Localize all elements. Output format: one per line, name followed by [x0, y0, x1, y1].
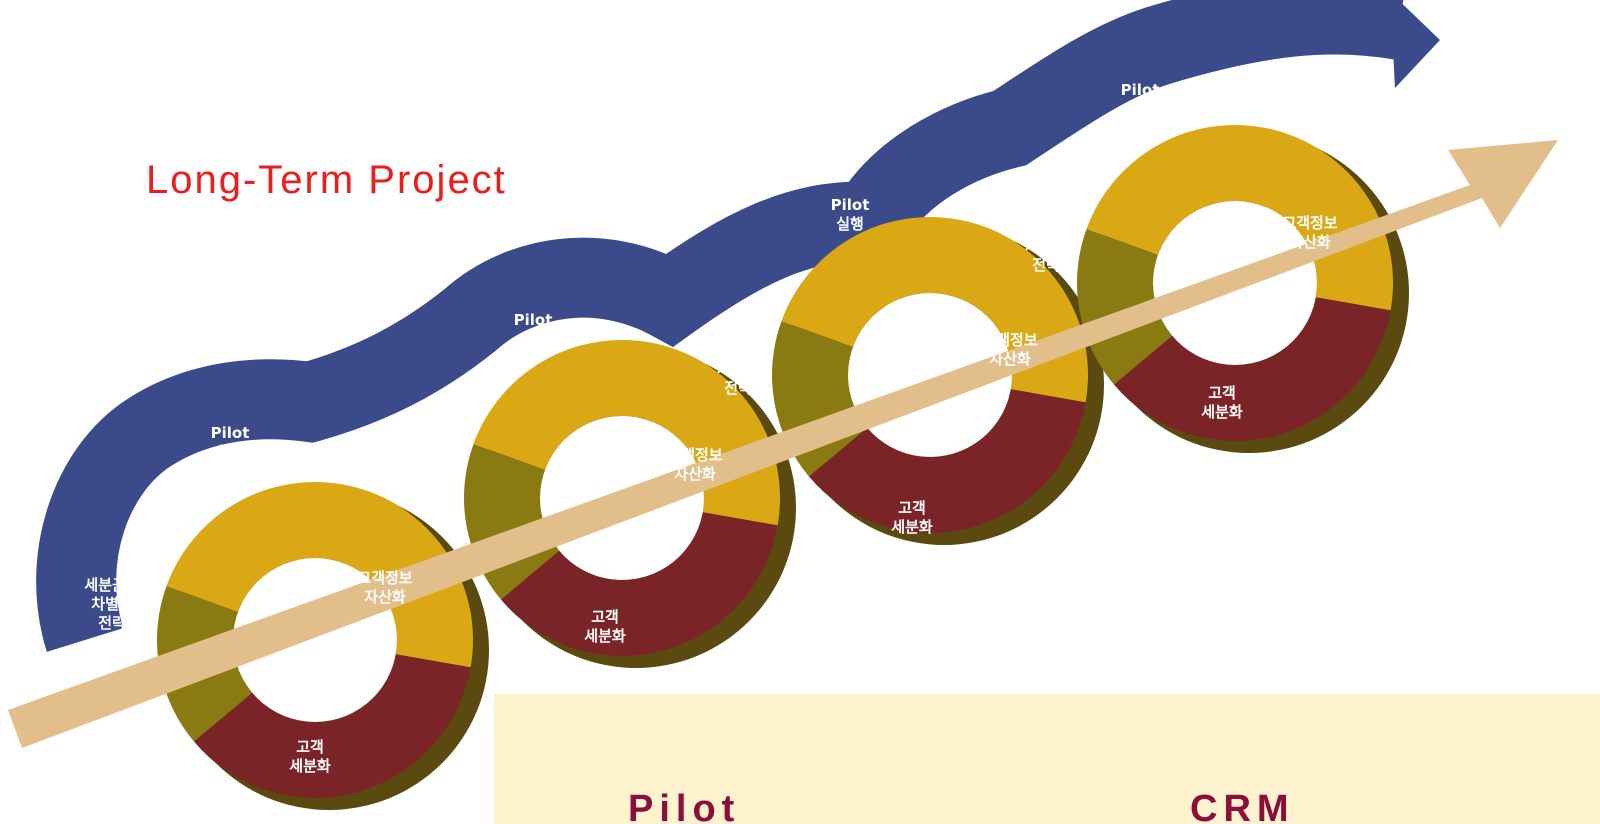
rings: [157, 124, 1409, 810]
note-box: Pilot CRM: [494, 694, 1600, 824]
cycle-ring-2: [464, 340, 796, 668]
note-left-word: Pilot: [628, 788, 741, 824]
segment-differentiation-strategy: [1077, 228, 1173, 385]
segment-customer-segmentation: [193, 654, 471, 798]
note-right-word: CRM: [1190, 788, 1295, 824]
segment-customer-segmentation: [1113, 297, 1391, 442]
segment-customer-segmentation: [500, 512, 778, 656]
segment-customer-segmentation: [808, 389, 1086, 534]
page-title: Long-Term Project: [146, 158, 507, 202]
segment-info-assets: [166, 481, 474, 668]
pilot-band: [36, 0, 1440, 652]
progress-arrow: [8, 140, 1558, 748]
segment-info-assets: [1086, 124, 1394, 311]
cycle-ring-4: [1077, 124, 1409, 453]
